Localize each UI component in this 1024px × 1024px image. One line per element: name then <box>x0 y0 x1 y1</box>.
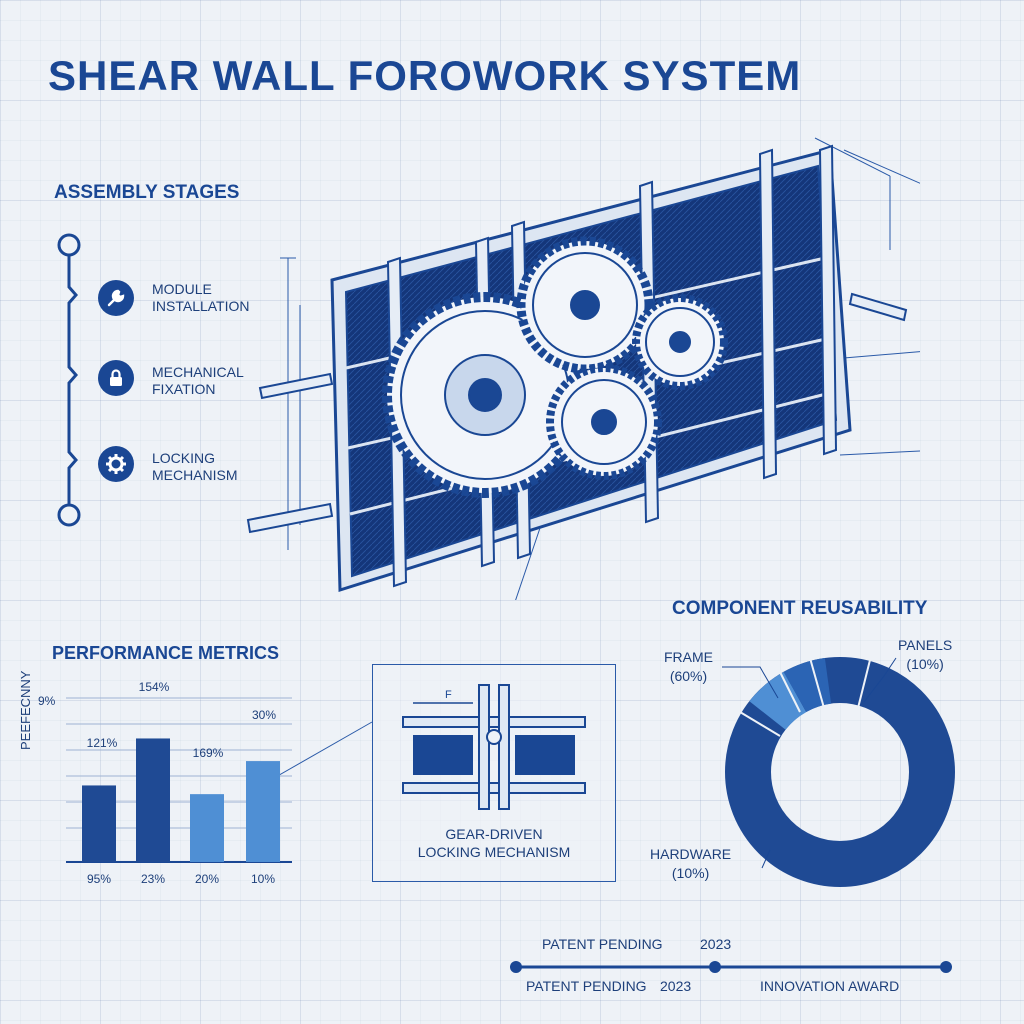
stage-padlock-icon <box>98 360 134 396</box>
panels-label-name: PANELS <box>898 637 953 653</box>
assembly-stages-heading: ASSEMBLY STAGES <box>54 182 240 203</box>
performance-metrics-heading: PERFORMANCE METRICS <box>52 643 280 663</box>
gear-train <box>382 236 728 498</box>
performance-bar <box>82 785 116 862</box>
timeline-upper-year: 2023 <box>700 936 732 952</box>
stage-label-line1: MODULE <box>152 281 212 297</box>
timeline-node <box>510 961 522 973</box>
callout-caption-line1: GEAR-DRIVEN <box>445 826 543 842</box>
performance-y-axis-tick: 9% <box>38 694 56 708</box>
bar-bottom-label: 23% <box>140 872 166 886</box>
donut-segment-frame <box>725 657 955 887</box>
bar-top-label: 154% <box>138 680 170 694</box>
bar-top-label: 169% <box>192 746 224 760</box>
performance-bar-chart <box>66 697 292 863</box>
timeline-lower-label: PATENT PENDING <box>526 978 647 994</box>
tie-rods <box>246 292 908 534</box>
stage-label-line1: LOCKING <box>152 450 216 466</box>
bar-bottom-label: 95% <box>86 872 112 886</box>
frame-label: FRAME (60%) <box>664 648 713 686</box>
stage-label-line2: MECHANISM <box>152 467 238 483</box>
timeline-node <box>709 961 721 973</box>
component-reusability-heading: COMPONENT REUSABILITY <box>672 598 928 619</box>
timeline-upper-label: PATENT PENDING <box>542 936 663 952</box>
hardware-label-pct: (10%) <box>671 865 710 881</box>
performance-bar <box>190 794 224 862</box>
stage-module-installation: MODULE INSTALLATION <box>152 281 250 315</box>
callout-box: F GEAR-DRIVEN LOCKING MECHANISM <box>372 664 616 882</box>
stage-locking-mechanism: LOCKING MECHANISM <box>152 450 238 484</box>
formwork-diagram: G, <box>246 137 920 600</box>
hardware-label-name: HARDWARE <box>650 846 732 862</box>
stage-mechanical-fixation: MECHANICAL FIXATION <box>152 364 244 398</box>
performance-bar <box>246 761 280 862</box>
callout-dimension-mark: F <box>445 689 452 701</box>
donut-segment-secondary <box>783 658 832 713</box>
donut-leader-lines <box>722 657 897 869</box>
bar-top-label: 30% <box>251 708 277 722</box>
callout-caption-line2: LOCKING MECHANISM <box>417 844 571 860</box>
frame-label-name: FRAME <box>664 649 713 665</box>
reusability-donut <box>725 657 955 887</box>
bar-bottom-label: 10% <box>250 872 276 886</box>
stage-label-line1: MECHANICAL <box>152 364 244 380</box>
frame-label-pct: (60%) <box>669 668 708 684</box>
stage-wrench-icon <box>98 280 134 316</box>
panels-label-pct: (10%) <box>906 656 944 672</box>
timeline-node <box>940 961 952 973</box>
callout-caption: GEAR-DRIVEN LOCKING MECHANISM <box>373 825 615 861</box>
timeline-lower-year: 2023 <box>660 978 692 994</box>
timeline-bar <box>510 961 952 973</box>
callout-leader-line <box>515 527 541 600</box>
donut-segment-accent <box>749 671 807 731</box>
locking-mechanism-detail: F <box>402 684 586 810</box>
performance-chart <box>66 688 292 864</box>
assembly-connector-line <box>57 233 81 527</box>
performance-y-axis-label: PEEFECNNY <box>18 670 33 750</box>
page-title: SHEAR WALL FOROWORK SYSTEM <box>48 52 802 99</box>
stage-label-line2: INSTALLATION <box>152 298 250 314</box>
performance-bar <box>136 738 170 862</box>
stage-gear-icon <box>98 446 134 482</box>
hardware-label: HARDWARE (10%) <box>650 845 731 883</box>
timeline-award-label: INNOVATION AWARD <box>760 978 900 994</box>
bar-bottom-label: 20% <box>194 872 220 886</box>
panels-label: PANELS (10%) <box>898 636 952 674</box>
bar-top-label: 121% <box>86 736 118 750</box>
stage-label-line2: FIXATION <box>152 381 216 397</box>
